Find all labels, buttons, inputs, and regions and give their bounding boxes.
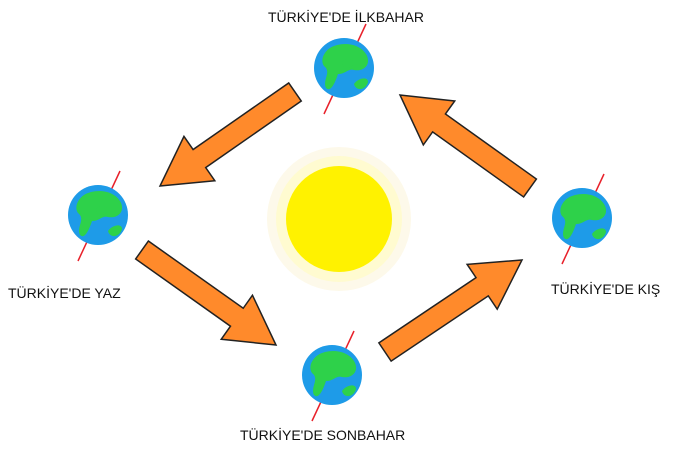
continent (354, 78, 368, 90)
earth-summer (68, 170, 128, 262)
continent (96, 206, 108, 216)
arrow-autumn-to-winter (377, 259, 524, 363)
earth-autumn (302, 330, 362, 422)
sun (267, 147, 411, 291)
earth-winter (552, 173, 612, 265)
continent (592, 228, 606, 240)
label-winter: TÜRKİYE'DE KIŞ (551, 281, 661, 297)
arrow-summer-to-autumn (134, 239, 278, 346)
continent (108, 225, 122, 237)
label-spring: TÜRKİYE'DE İLKBAHAR (268, 9, 424, 25)
label-autumn: TÜRKİYE'DE SONBAHAR (240, 427, 406, 443)
earth-spring (314, 23, 374, 115)
label-summer: TÜRKİYE'DE YAZ (8, 285, 121, 301)
arrow-spring-to-summer (158, 81, 303, 187)
continent (330, 366, 342, 376)
continent (342, 385, 356, 397)
arrow-winter-to-spring (398, 94, 538, 198)
continent (580, 209, 592, 219)
continent (342, 59, 354, 69)
